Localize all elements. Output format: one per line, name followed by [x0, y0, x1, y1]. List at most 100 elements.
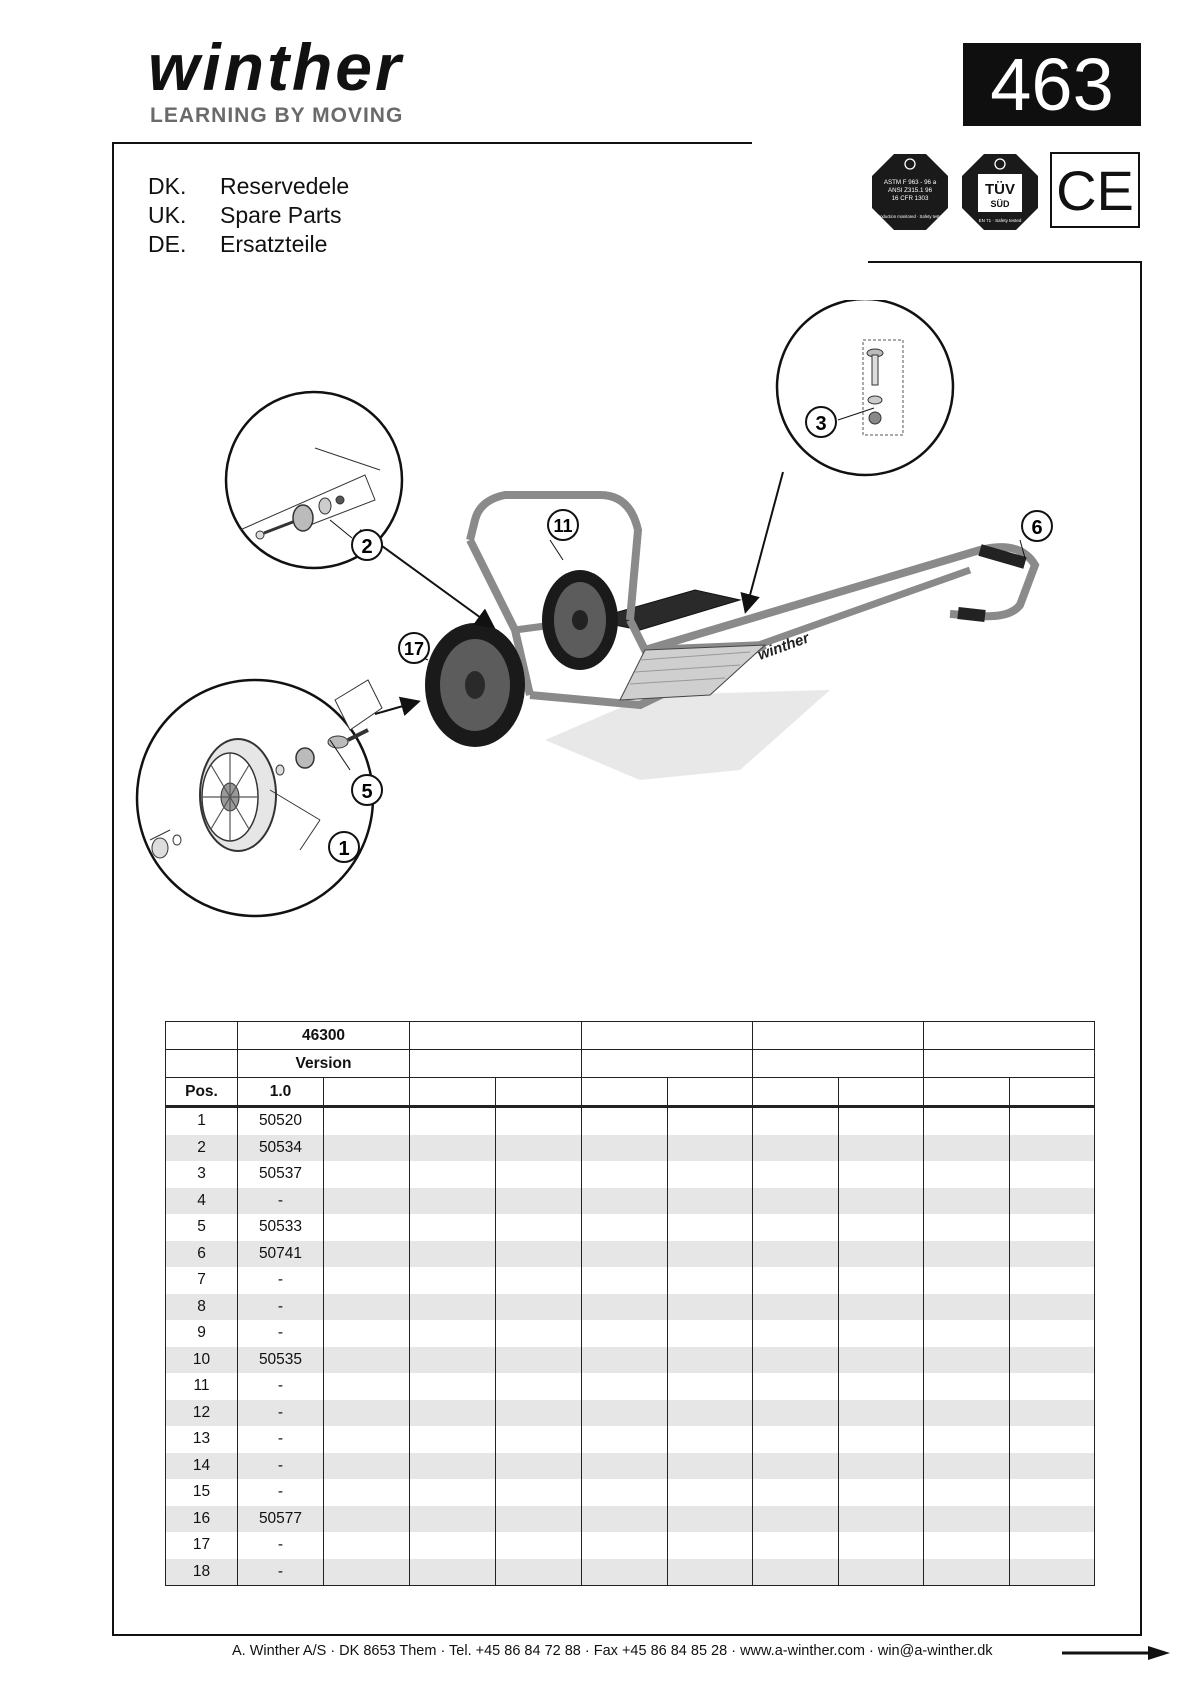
empty-cell	[923, 1399, 1011, 1426]
ce-mark-icon: CE	[1050, 152, 1140, 228]
empty-cell	[581, 1558, 669, 1586]
empty-cell	[1009, 1505, 1096, 1532]
callout-11: 11	[547, 509, 579, 541]
empty-cell	[667, 1161, 754, 1188]
astm-line-3: 16 CFR 1303	[892, 195, 929, 202]
empty-cell	[409, 1161, 497, 1188]
header-cell-empty	[923, 1049, 1096, 1078]
empty-cell	[581, 1161, 669, 1188]
detail-circle-3	[775, 300, 955, 477]
empty-cell	[409, 1293, 497, 1320]
empty-cell	[495, 1505, 583, 1532]
header-cell-empty	[409, 1077, 497, 1108]
language-row-de: DE.Ersatzteile	[148, 231, 327, 258]
empty-cell	[838, 1373, 925, 1400]
empty-cell	[752, 1426, 840, 1453]
table-row: 4-	[165, 1187, 1096, 1214]
header-cell-empty	[923, 1077, 1011, 1108]
empty-cell	[752, 1106, 840, 1135]
callout-label: 2	[361, 536, 372, 558]
empty-cell	[667, 1106, 754, 1135]
empty-cell	[667, 1293, 754, 1320]
empty-cell	[322, 1532, 411, 1559]
empty-cell	[409, 1134, 497, 1161]
empty-cell	[838, 1426, 925, 1453]
callout-labels: 3 2 11 6 17 5 1	[328, 406, 1053, 863]
language-row-dk: DK.Reservedele	[148, 173, 349, 200]
empty-cell	[667, 1134, 754, 1161]
empty-cell	[495, 1426, 583, 1453]
empty-cell	[581, 1320, 669, 1347]
language-code: UK.	[148, 202, 187, 228]
part-number-cell: 50520	[237, 1106, 324, 1135]
empty-cell	[581, 1267, 669, 1294]
empty-cell	[409, 1426, 497, 1453]
pos-cell: 18	[165, 1558, 238, 1586]
part-number-cell: -	[237, 1399, 324, 1426]
empty-cell	[322, 1373, 411, 1400]
empty-cell	[495, 1240, 583, 1267]
empty-cell	[495, 1134, 583, 1161]
header-cell-empty	[581, 1049, 754, 1078]
empty-cell	[409, 1214, 497, 1241]
astm-line-2: ANSI Z315.1 96	[888, 187, 933, 194]
frame-line-bottom	[112, 1634, 1142, 1636]
empty-cell	[838, 1479, 925, 1506]
empty-cell	[752, 1267, 840, 1294]
frame-line-left	[112, 142, 114, 1636]
empty-cell	[923, 1134, 1011, 1161]
empty-cell	[667, 1373, 754, 1400]
empty-cell	[752, 1161, 840, 1188]
empty-cell	[581, 1373, 669, 1400]
empty-cell	[581, 1214, 669, 1241]
detail-circle-2	[224, 390, 404, 570]
part-number-cell: 50537	[237, 1161, 324, 1188]
tuv-line-2: SÜD	[990, 199, 1010, 209]
header-cell-empty	[581, 1077, 669, 1108]
part-number-cell: -	[237, 1267, 324, 1294]
frame-line-right	[1140, 261, 1142, 1636]
empty-cell	[667, 1240, 754, 1267]
empty-cell	[1009, 1293, 1096, 1320]
empty-cell	[495, 1187, 583, 1214]
empty-cell	[322, 1346, 411, 1373]
empty-cell	[581, 1479, 669, 1506]
callout-6: 6	[1021, 510, 1053, 542]
part-number-cell: -	[237, 1320, 324, 1347]
empty-cell	[923, 1267, 1011, 1294]
language-code: DE.	[148, 231, 187, 257]
empty-cell	[923, 1452, 1011, 1479]
pos-label: Pos.	[165, 1077, 238, 1108]
empty-cell	[495, 1106, 583, 1135]
empty-cell	[667, 1187, 754, 1214]
part-number-cell: -	[237, 1293, 324, 1320]
table-row: 9-	[165, 1320, 1096, 1347]
table-row: 17-	[165, 1532, 1096, 1559]
empty-cell	[752, 1240, 840, 1267]
empty-cell	[1009, 1532, 1096, 1559]
empty-cell	[838, 1346, 925, 1373]
empty-cell	[752, 1399, 840, 1426]
pos-cell: 5	[165, 1214, 238, 1241]
empty-cell	[923, 1214, 1011, 1241]
empty-cell	[581, 1346, 669, 1373]
empty-cell	[752, 1134, 840, 1161]
callout-3: 3	[805, 406, 837, 438]
table-row: 18-	[165, 1558, 1096, 1586]
empty-cell	[838, 1505, 925, 1532]
empty-cell	[495, 1161, 583, 1188]
empty-cell	[1009, 1187, 1096, 1214]
empty-cell	[752, 1532, 840, 1559]
part-number-cell: 50535	[237, 1346, 324, 1373]
pos-cell: 10	[165, 1346, 238, 1373]
empty-cell	[923, 1106, 1011, 1135]
empty-cell	[322, 1240, 411, 1267]
pos-cell: 13	[165, 1426, 238, 1453]
pos-cell: 3	[165, 1161, 238, 1188]
empty-cell	[838, 1399, 925, 1426]
pos-cell: 14	[165, 1452, 238, 1479]
